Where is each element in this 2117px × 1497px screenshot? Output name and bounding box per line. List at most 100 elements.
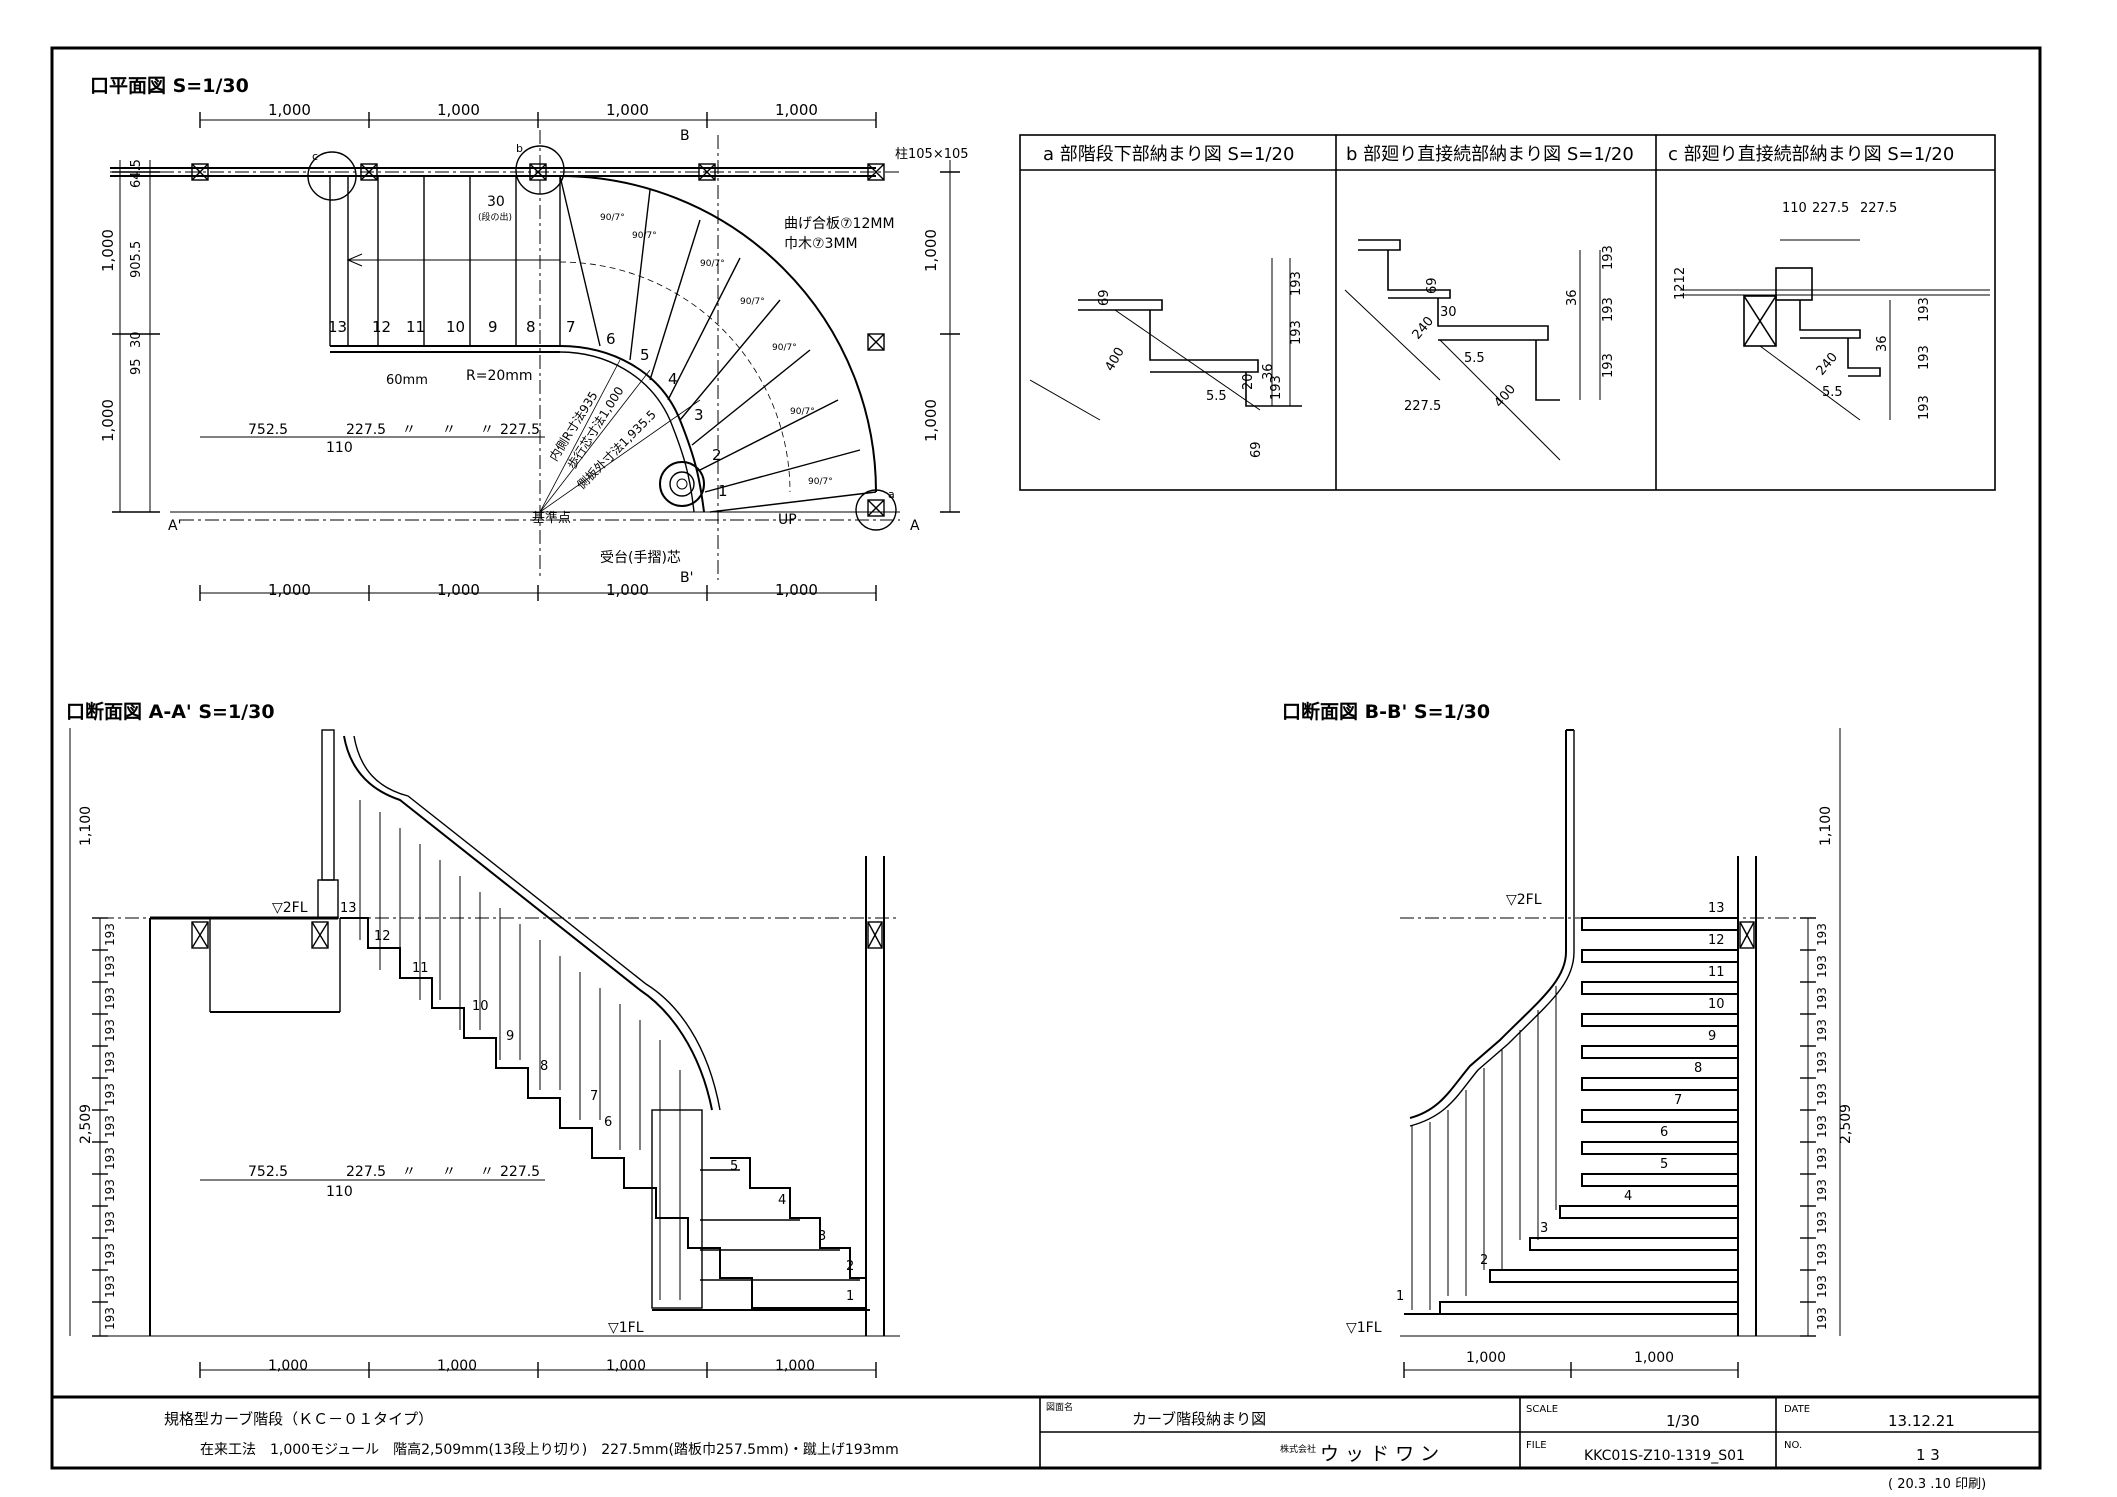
- sheet-border: [50, 46, 2042, 1470]
- tb-drawing-name-label: 図面名: [1046, 1401, 1073, 1413]
- tb-file: KKC01S-Z10-1319_S01: [1584, 1448, 1745, 1464]
- tb-scale-label: SCALE: [1526, 1404, 1558, 1415]
- plan-step-2: 2: [712, 446, 722, 464]
- detail-c-dim-193c: 193: [1917, 395, 1932, 420]
- detail-c-dim-36: 36: [1875, 335, 1890, 352]
- section-a-step-2: 2: [846, 1259, 854, 1274]
- section-b-riser-9: 193: [1815, 1179, 1829, 1202]
- section-a-step-7: 7: [590, 1089, 598, 1104]
- section-a-riser-11: 193: [103, 1243, 117, 1266]
- title-block-text: 規格型カーブ階段（ＫＣ－０１タイプ） 在来工法 1,000モジュール 階高2,5…: [164, 1401, 1986, 1492]
- section-b-fl1: ▽1FL: [1346, 1320, 1382, 1336]
- section-b-riser-2: 193: [1815, 955, 1829, 978]
- plan-tread-dim-5: 〃: [480, 422, 494, 438]
- detail-b-dim-193a: 193: [1601, 245, 1616, 270]
- base-point: 基準点: [532, 510, 571, 526]
- section-b-step-8: 8: [1694, 1061, 1702, 1076]
- plan-left-dim-1000-b: 1,000: [99, 399, 117, 442]
- detail-b-dim-193c: 193: [1601, 353, 1616, 378]
- tb-company-label: 株式会社: [1280, 1443, 1316, 1455]
- plan-top-dim-4: 1,000: [775, 101, 818, 119]
- circle-mark-c: c: [312, 150, 318, 163]
- section-a-drawing: [69, 728, 900, 1378]
- section-b-text: 口断面図 B-B' S=1/30 1,100 2,509 ▽2FL ▽1FL 1…: [1282, 700, 1854, 1366]
- section-a-riser-12: 193: [103, 1275, 117, 1298]
- mark-b2: B': [680, 570, 693, 586]
- plan-tread-dim-6: 227.5: [500, 422, 540, 438]
- section-b-top-dim: 1,100: [1818, 806, 1834, 846]
- angle-label-2: 90/7°: [632, 231, 657, 241]
- section-b-step-7: 7: [1674, 1093, 1682, 1108]
- section-a-riser-9: 193: [103, 1179, 117, 1202]
- angle-label-3: 90/7°: [700, 259, 725, 269]
- trim-note: 巾木⑦3MM: [784, 236, 858, 252]
- plan-tread-sub: 110: [326, 440, 353, 456]
- section-a-tread-dim-6: 227.5: [500, 1164, 540, 1180]
- section-a-tread-dim-4: 〃: [442, 1164, 456, 1180]
- section-a-tread-dim-3: 〃: [402, 1164, 416, 1180]
- plan-bottom-dim-1: 1,000: [268, 581, 311, 599]
- section-b-riser-5: 193: [1815, 1051, 1829, 1074]
- section-a-step-5: 5: [730, 1159, 738, 1174]
- detail-c-drawing: [1680, 239, 1990, 421]
- detail-b-dim-400: 400: [1492, 382, 1519, 411]
- nosing-note: 30: [487, 194, 505, 210]
- detail-b-dim-36: 36: [1565, 289, 1580, 306]
- section-b-riser-7: 193: [1815, 1115, 1829, 1138]
- section-b-riser-6: 193: [1815, 1083, 1829, 1106]
- radius-note: R=20mm: [466, 368, 533, 384]
- plan-step-5: 5: [640, 346, 650, 364]
- tb-file-label: FILE: [1526, 1440, 1547, 1451]
- detail-c-dim-193a: 193: [1917, 297, 1932, 322]
- angle-label-5: 90/7°: [772, 343, 797, 353]
- section-a-tread-dim-5: 〃: [480, 1164, 494, 1180]
- section-b-title: 口断面図 B-B' S=1/30: [1282, 700, 1490, 723]
- section-a-riser-3: 193: [103, 987, 117, 1010]
- plan-top-dim-1: 1,000: [268, 101, 311, 119]
- circle-mark-a: a: [888, 488, 895, 501]
- detail-a-title: a 部階段下部納まり図 S=1/20: [1043, 144, 1294, 165]
- plan-left-dim-9055: 905.5: [129, 241, 144, 278]
- section-b-riser-3: 193: [1815, 987, 1829, 1010]
- mark-a2: A': [168, 518, 181, 534]
- plan-step-11: 11: [406, 318, 425, 336]
- plan-view: [110, 112, 960, 601]
- detail-b-drawing: [1344, 239, 1601, 461]
- section-a-bottom-dim-1: 1,000: [268, 1358, 308, 1374]
- plan-left-dim-30: 30: [129, 331, 144, 348]
- detail-c-title: c 部廻り直接続部納まり図 S=1/20: [1668, 144, 1954, 165]
- detail-c-dim-55: 5.5: [1822, 385, 1843, 400]
- tb-scale: 1/30: [1666, 1412, 1700, 1430]
- detail-c-text: c 部廻り直接続部納まり図 S=1/20 110 227.5 227.5 121…: [1668, 144, 1954, 420]
- section-a-step-11: 11: [412, 961, 429, 976]
- plan-top-dim-2: 1,000: [437, 101, 480, 119]
- section-b-step-12: 12: [1708, 933, 1725, 948]
- detail-a-dim-69: 69: [1097, 289, 1112, 306]
- up-label: UP: [778, 512, 797, 528]
- circle-mark-b: b: [516, 142, 523, 155]
- section-a-fl2: ▽2FL: [272, 900, 308, 916]
- detail-b-dim-2275: 227.5: [1404, 399, 1441, 414]
- section-a-step-1: 1: [846, 1289, 854, 1304]
- section-a-riser-8: 193: [103, 1147, 117, 1170]
- bend-note: 曲げ合板⑦12MM: [784, 216, 895, 232]
- newel-note: 受台(手摺)芯: [600, 550, 681, 566]
- detail-b-dim-55: 5.5: [1464, 351, 1485, 366]
- section-b-step-6: 6: [1660, 1125, 1668, 1140]
- plan-step-3: 3: [694, 406, 704, 424]
- section-a-step-3: 3: [818, 1229, 826, 1244]
- plan-title: 口平面図 S=1/30: [90, 75, 249, 97]
- tb-line1: 規格型カーブ階段（ＫＣ－０１タイプ）: [164, 1410, 433, 1428]
- detail-a-dim-193b: 193: [1289, 320, 1304, 345]
- section-a-step-6: 6: [604, 1115, 612, 1130]
- tb-date-label: DATE: [1784, 1404, 1810, 1415]
- detail-a-dim-193c: 193: [1269, 375, 1284, 400]
- section-b-riser-1: 193: [1815, 923, 1829, 946]
- section-a-fl1: ▽1FL: [608, 1320, 644, 1336]
- section-b-riser-8: 193: [1815, 1147, 1829, 1170]
- section-b-step-10: 10: [1708, 997, 1725, 1012]
- plan-bottom-dim-3: 1,000: [606, 581, 649, 599]
- post-note: 柱105×105: [895, 147, 969, 162]
- angle-label-4: 90/7°: [740, 297, 765, 307]
- tb-print-note: ( 20.3 .10 印刷): [1888, 1477, 1986, 1492]
